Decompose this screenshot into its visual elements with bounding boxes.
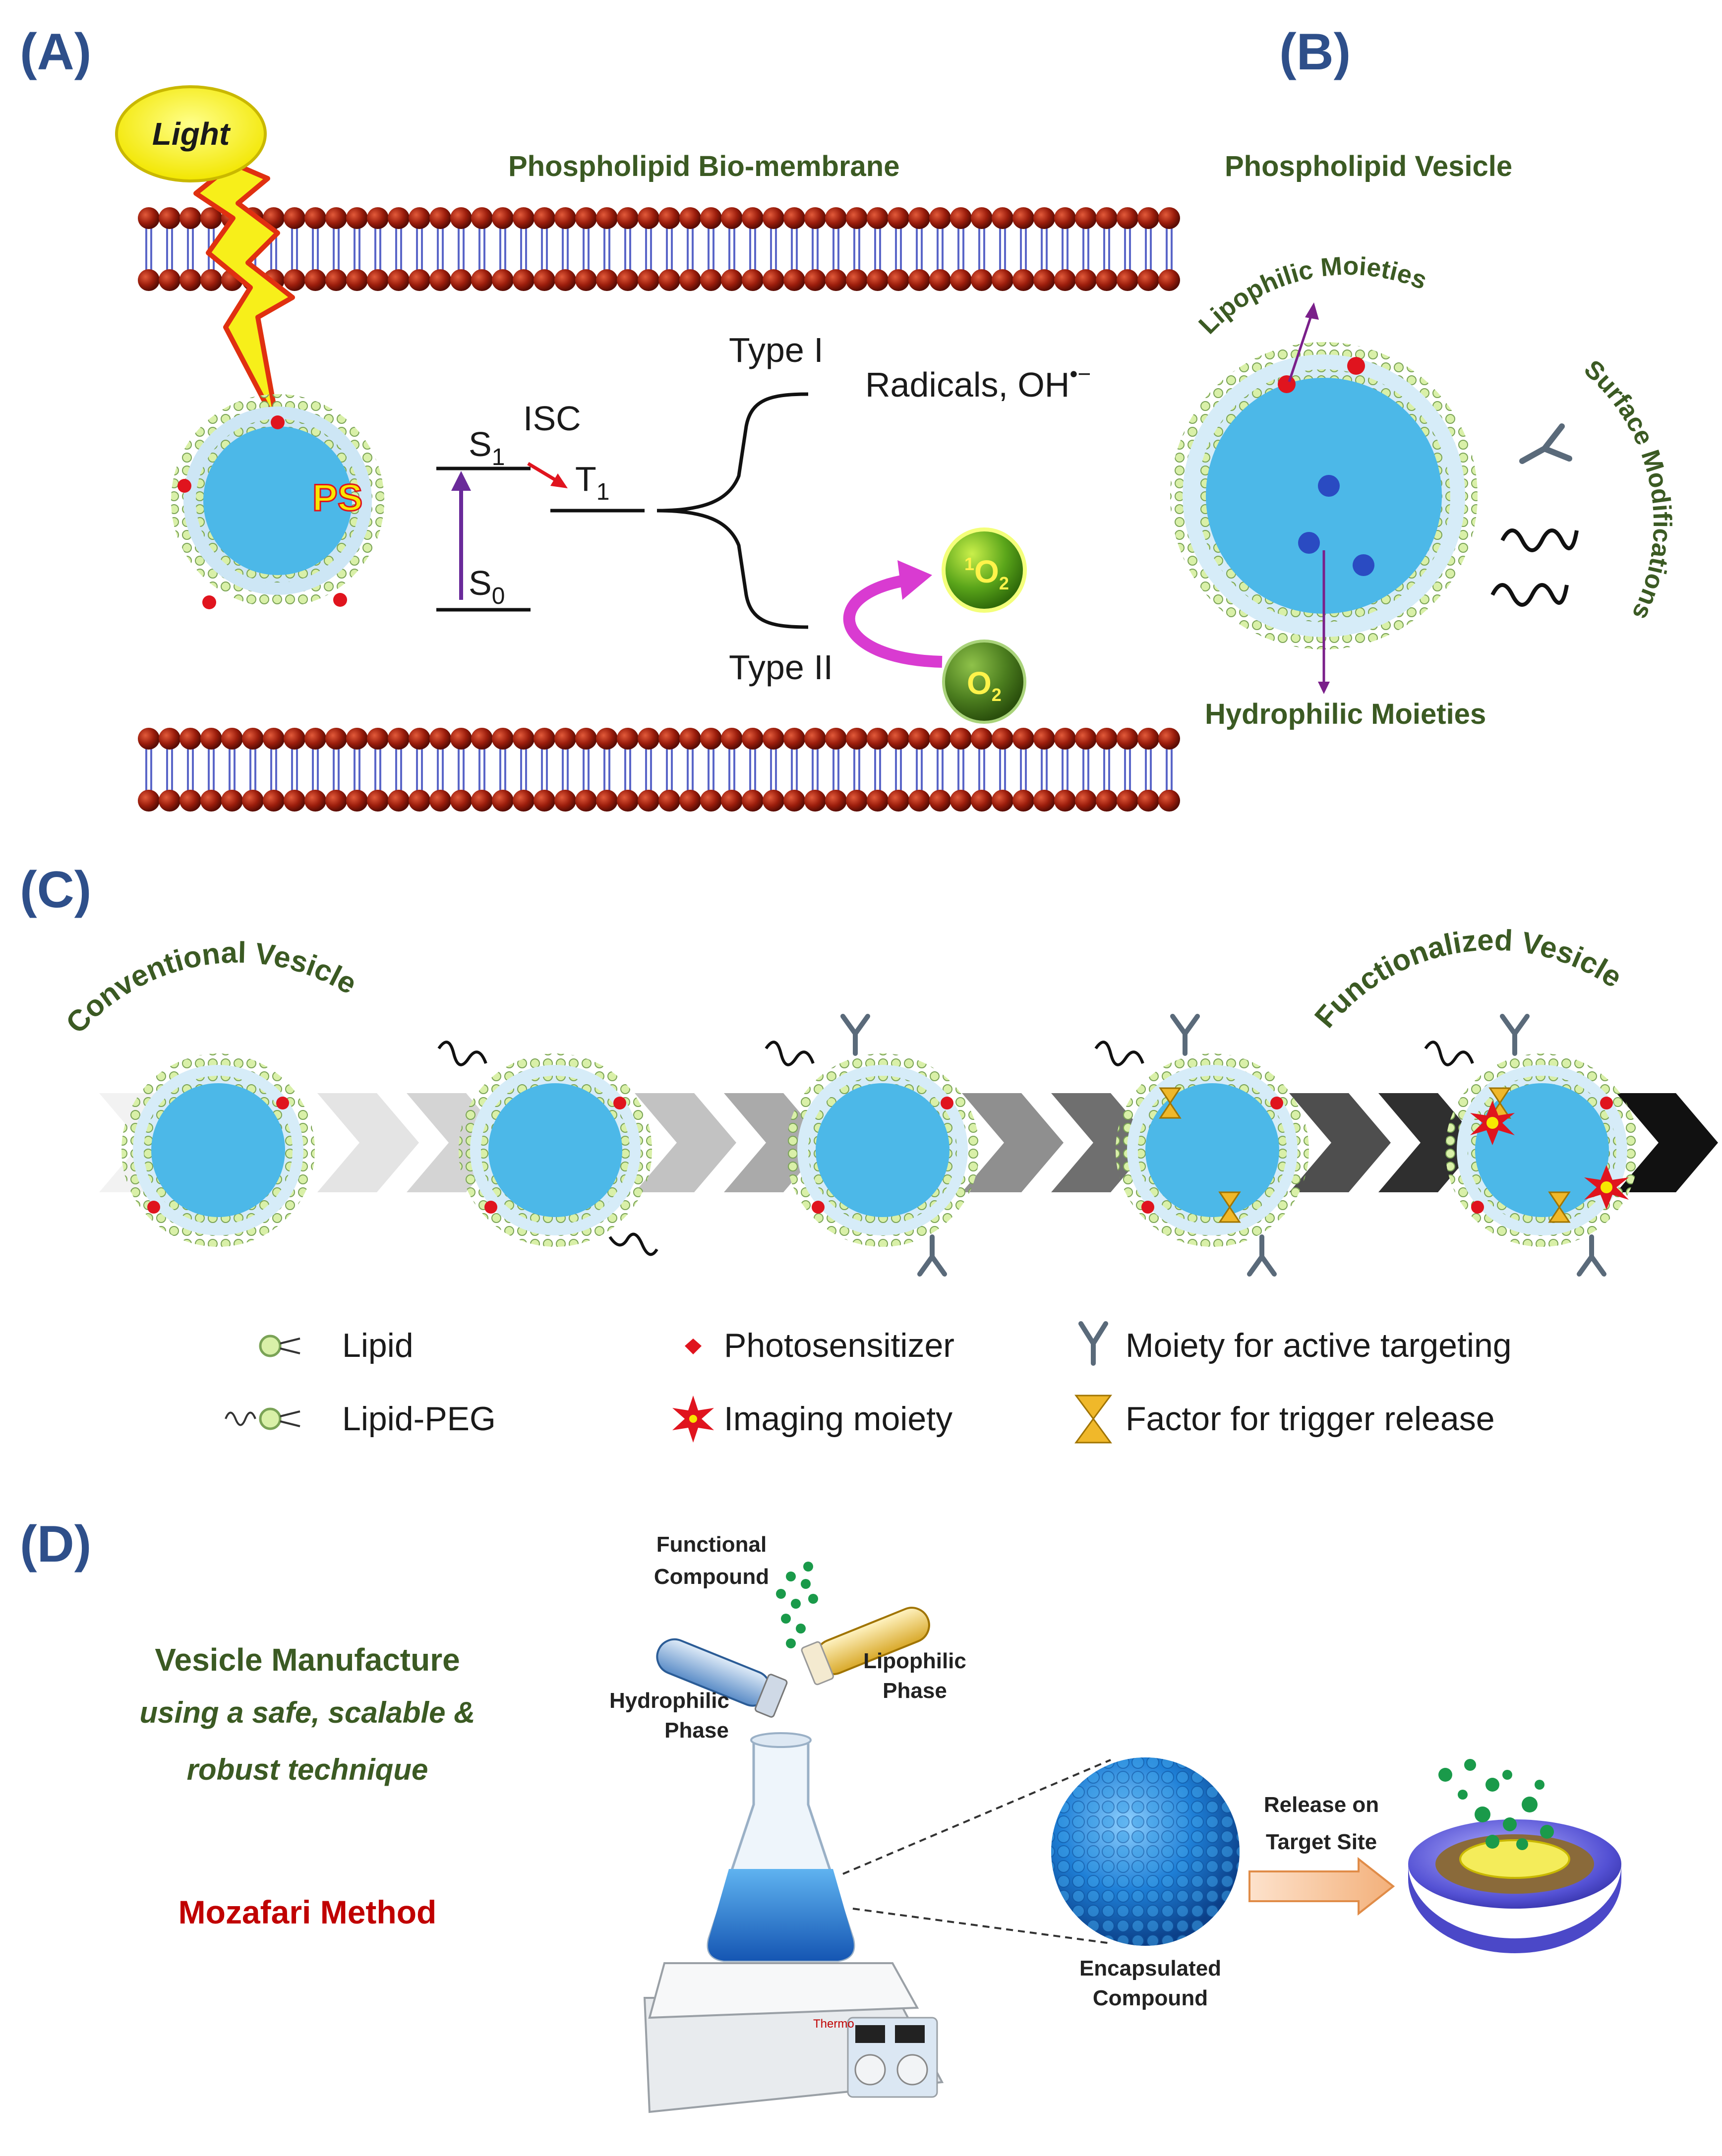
targeting-legend-icon <box>1078 1321 1108 1366</box>
release-label-1: Release on <box>1264 1793 1379 1817</box>
vesicle-stage-2 <box>437 1041 658 1256</box>
radicals-label: Radicals, OH•− <box>865 361 1091 404</box>
type-2-label: Type II <box>729 648 833 687</box>
manufacture-line-1: Vesicle Manufacture <box>155 1642 460 1678</box>
light-label: Light <box>152 116 231 152</box>
panel-label-d: (D) <box>20 1515 91 1573</box>
vesicle-stage-4 <box>1094 1014 1309 1277</box>
vesicle-stage-5 <box>1424 1014 1639 1277</box>
panel-label-c: (C) <box>20 861 91 919</box>
legend-targeting: Moiety for active targeting <box>1126 1327 1512 1364</box>
oxygen-label: O2 <box>967 665 1002 705</box>
encapsulated-label-1: Encapsulated <box>1079 1956 1221 1981</box>
manufacture-line-3: robust technique <box>187 1753 428 1786</box>
panel-c: Conventional Vesicle Functionalized Vesi… <box>59 923 1718 1444</box>
lipophilic-phase-label-1: Lipophilic <box>863 1649 966 1673</box>
peg-chain-icon <box>1500 528 1579 552</box>
vesicle-stage-1 <box>121 1053 315 1247</box>
legend-lipid-peg: Lipid-PEG <box>342 1400 496 1438</box>
encapsulated-sphere-icon <box>1051 1757 1240 1946</box>
lightning-bolt-icon <box>193 161 295 429</box>
zoom-line-top <box>842 1759 1111 1875</box>
functional-compound-label-2: Compound <box>654 1565 769 1589</box>
panel-d: Vesicle Manufacture using a safe, scalab… <box>140 1532 1621 2113</box>
erlenmeyer-flask-icon <box>707 1732 855 1962</box>
oxygen-icon <box>942 640 1026 724</box>
targeting-antibody-icon <box>1519 423 1572 464</box>
legend-lipid: Lipid <box>342 1327 414 1364</box>
t1-label: T1 <box>575 460 609 505</box>
conversion-arrowhead <box>897 560 932 600</box>
isc-label: ISC <box>523 399 581 438</box>
lipid-peg-legend-icon <box>225 1407 300 1430</box>
isc-arrowhead <box>550 473 568 488</box>
jablonski-diagram: ISC S1 T1 S0 Type I Type II Radicals, OH… <box>436 331 1091 724</box>
vesicle-sequence <box>121 1014 1639 1277</box>
membrane-bottom <box>138 728 1180 812</box>
hydrophilic-label: Hydrophilic Moieties <box>1205 698 1486 730</box>
lipid-legend-icon <box>259 1335 300 1357</box>
peg-chain-icon-2 <box>1490 583 1569 607</box>
ps-label: PS <box>312 477 362 519</box>
panel-label-b: (B) <box>1279 23 1351 81</box>
conventional-vesicle-label: Conventional Vesicle <box>59 935 362 1040</box>
trigger-legend-icon <box>1074 1395 1112 1444</box>
opened-vesicle-icon <box>1408 1759 1621 1953</box>
hot-plate-stirrer-icon: Thermo <box>643 1962 944 2113</box>
s1-label: S1 <box>469 425 505 470</box>
conversion-arrow <box>843 574 943 668</box>
type-brace <box>656 392 809 629</box>
legend-photosensitizer: Photosensitizer <box>724 1327 954 1364</box>
lipophilic-label: Lipophilic Moieties <box>1193 252 1431 340</box>
lipophilic-tube-icon <box>801 1607 930 1686</box>
hydrophilic-phase-label-2: Phase <box>664 1718 729 1743</box>
manufacture-line-2: using a safe, scalable & <box>140 1696 475 1729</box>
hydrophilic-tube-icon <box>656 1638 788 1718</box>
encapsulated-label-2: Compound <box>1093 1986 1208 2010</box>
vesicle-title: Phospholipid Vesicle <box>1225 150 1512 182</box>
panel-label-a: (A) <box>20 23 91 81</box>
ps-vesicle: PS <box>171 394 384 609</box>
hydrophilic-phase-label-1: Hydrophilic <box>609 1689 729 1713</box>
panel-b: Phospholipid Vesicle <box>1170 150 1676 730</box>
s0-label: S0 <box>469 564 505 609</box>
isc-arrow <box>527 462 556 482</box>
functionalized-vesicle-label: Functionalized Vesicle <box>1308 923 1628 1034</box>
release-arrow <box>1248 1857 1395 1916</box>
surface-label: Surface Modifications <box>1579 354 1676 624</box>
vesicle-stage-3 <box>765 1014 979 1277</box>
functional-compound-label-1: Functional <box>656 1532 767 1557</box>
legend-imaging: Imaging moiety <box>724 1400 952 1438</box>
mozafari-method-label: Mozafari Method <box>178 1894 437 1930</box>
functional-compound-dots <box>776 1562 818 1648</box>
release-label-2: Target Site <box>1266 1830 1377 1854</box>
singlet-oxygen-label: 1O2 <box>964 554 1009 593</box>
singlet-oxygen-icon <box>942 527 1027 613</box>
excitation-arrowhead <box>451 471 471 491</box>
zoom-line-bottom <box>852 1908 1111 1944</box>
membrane-title: Phospholipid Bio-membrane <box>508 150 900 182</box>
panel-a: Phospholipid Bio-membrane Light PS <box>115 85 1180 812</box>
legend-trigger: Factor for trigger release <box>1126 1400 1495 1438</box>
photosensitizer-legend-icon <box>685 1339 702 1354</box>
legend: Lipid Lipid-PEG Photosensitizer Imaging … <box>225 1321 1512 1444</box>
membrane-top <box>138 207 1180 291</box>
stirrer-brand: Thermo <box>813 2017 854 2031</box>
lipophilic-phase-label-2: Phase <box>883 1679 947 1703</box>
light-badge <box>115 85 267 182</box>
phospholipid-vesicle <box>1170 302 1579 694</box>
type-1-label: Type I <box>729 331 824 369</box>
